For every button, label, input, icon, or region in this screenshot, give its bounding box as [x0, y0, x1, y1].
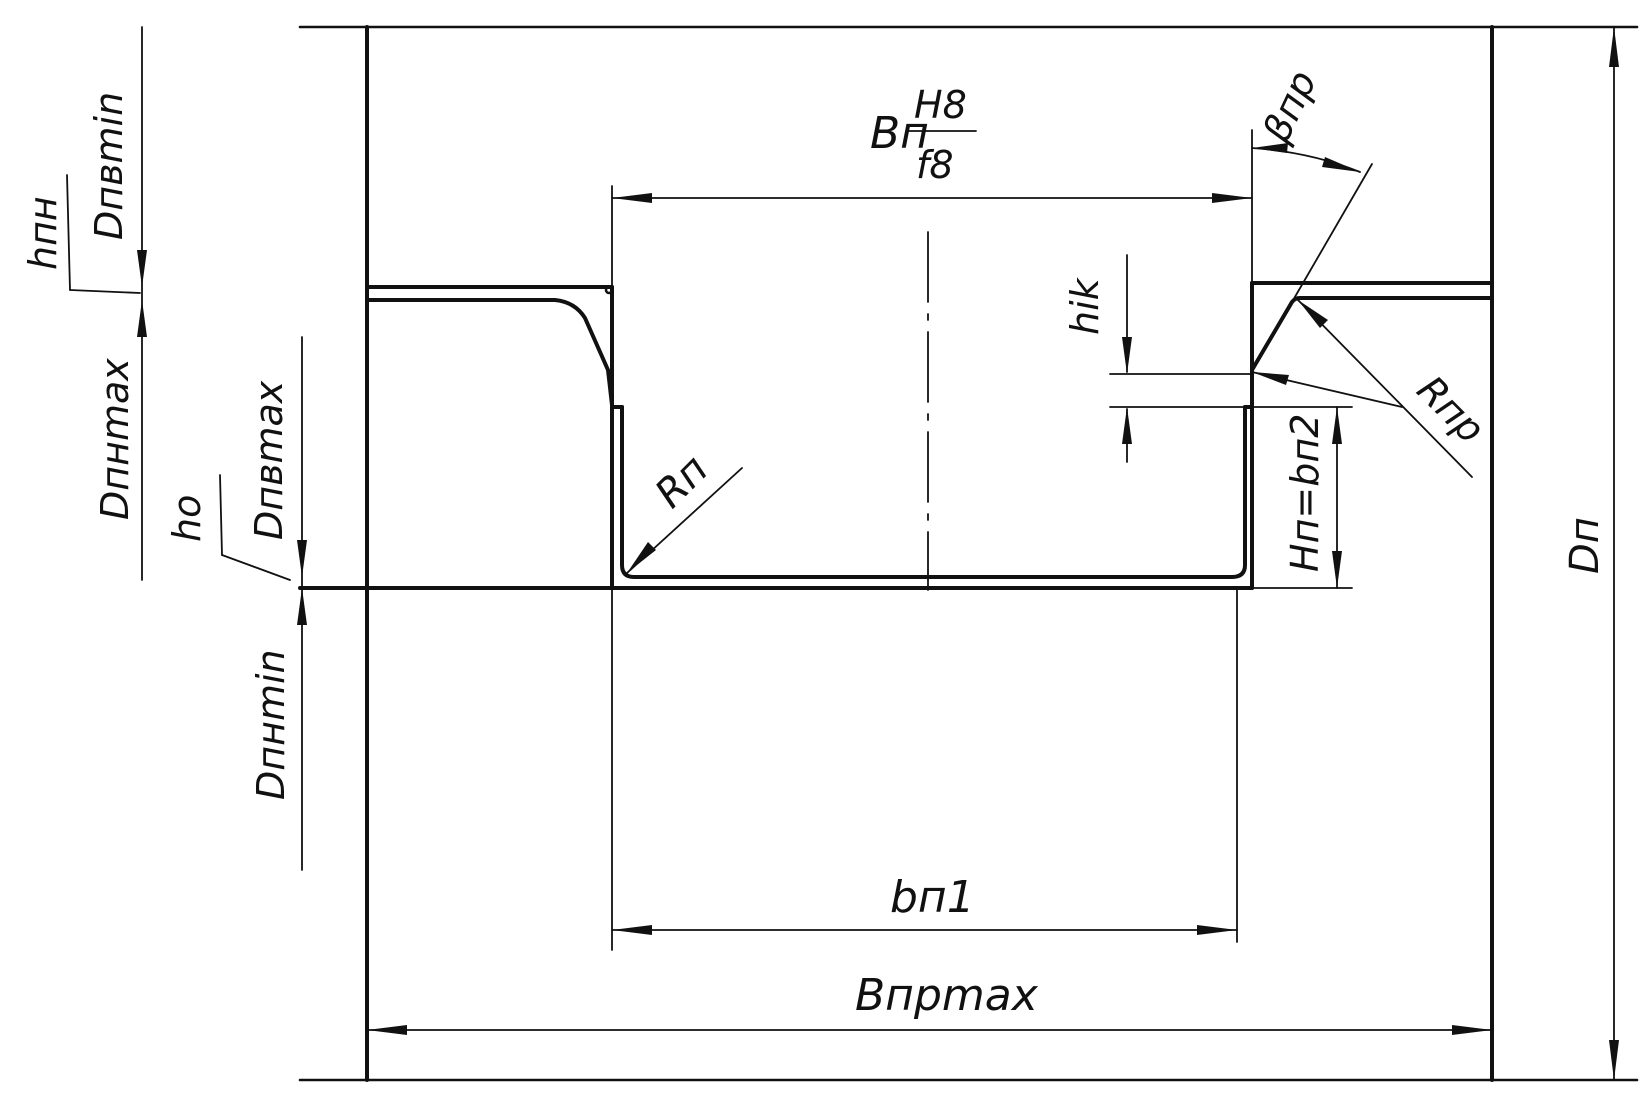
dim-hp-arrow-top [1332, 407, 1342, 444]
rpr-secondary-arrow [1252, 372, 1289, 385]
dim-r-pr [1251, 299, 1473, 478]
label-dp: Dп [1562, 517, 1608, 574]
upper-left-chamfer-edge [365, 298, 614, 407]
dim-bp-arrow-left [612, 193, 652, 203]
dim-bp1-arrow-left [612, 925, 652, 935]
dim-bp1-arrow-right [1197, 925, 1237, 935]
label-dpnmin: Dпнmin [249, 649, 293, 800]
label-r-p: Rп [647, 446, 718, 517]
leader-ho-vertical [219, 474, 223, 556]
dim-dp-arrow-bottom [1609, 1040, 1619, 1080]
label-hik: hik [1063, 276, 1107, 335]
rpr-leader-line [1297, 299, 1473, 478]
leader-hpn-horizontal [69, 289, 141, 294]
dim-dpvmin-arrow [137, 250, 147, 287]
beta-arrow-right [1322, 157, 1360, 172]
label-dpnmax: Dпнmax [93, 358, 137, 520]
upper-right-body [1250, 281, 1494, 372]
dim-bp [611, 130, 1253, 203]
label-r-pr: Rпр [1409, 367, 1493, 451]
dim-dp [1609, 26, 1619, 1081]
dim-bprmax-arrow-right [1452, 1025, 1492, 1035]
label-ho: hо [165, 495, 209, 542]
label-h8: H8 [914, 83, 967, 127]
dim-hik-arrow-bottom [1122, 407, 1132, 444]
dim-dpvmax-arrow [297, 540, 307, 577]
dim-bp1 [611, 925, 1238, 935]
upper-right-chamfer-edge [1250, 296, 1494, 372]
leader-ho-horizontal [221, 554, 291, 581]
dim-bprmax-arrow-left [367, 1025, 407, 1035]
dim-r-p [626, 467, 743, 574]
upper-left-body [365, 285, 614, 407]
dim-bp-arrow-right [1212, 193, 1252, 203]
dim-hik-arrow-top [1122, 337, 1132, 374]
label-dpvmin: Dпвmin [87, 92, 131, 240]
beta-arrow-left [1252, 143, 1288, 153]
label-bprmax: Bпрmax [855, 970, 1039, 1021]
groove-profile [298, 298, 1254, 590]
leader-hpn-vertical [66, 174, 71, 291]
dim-bprmax [366, 1025, 1493, 1035]
groove-inner-profile [620, 405, 1247, 579]
label-bp1: bп1 [890, 872, 975, 923]
dim-dpnmin-arrow [297, 588, 307, 625]
dim-hp [1332, 406, 1342, 589]
extension-lines [66, 129, 1353, 951]
dim-dpnmax-arrow [137, 300, 147, 337]
corner-dot [604, 285, 614, 295]
label-f8: f8 [916, 143, 954, 187]
label-bp: Bп [870, 108, 929, 159]
label-hp-bp2: Hп=bп2 [1283, 414, 1327, 572]
dim-hp-arrow-bottom [1332, 551, 1342, 588]
left-vertical-dimensions [137, 26, 307, 871]
dim-hik [1122, 254, 1132, 463]
label-hpn: hпн [21, 196, 65, 270]
beta-leader-line [1291, 163, 1373, 303]
outer-frame [298, 25, 1639, 1082]
dim-dp-arrow-top [1609, 27, 1619, 67]
label-dpvmax: Dпвmax [247, 380, 291, 540]
dim-beta-pr [1251, 143, 1373, 303]
rp-arrow [627, 542, 656, 573]
label-beta-pr: βпр [1254, 64, 1325, 150]
rpr-arrow [1298, 300, 1328, 328]
labels: hпн Dпвmin Dпнmax Dпвmax hо Dпнmin Bп H8… [21, 64, 1608, 1021]
